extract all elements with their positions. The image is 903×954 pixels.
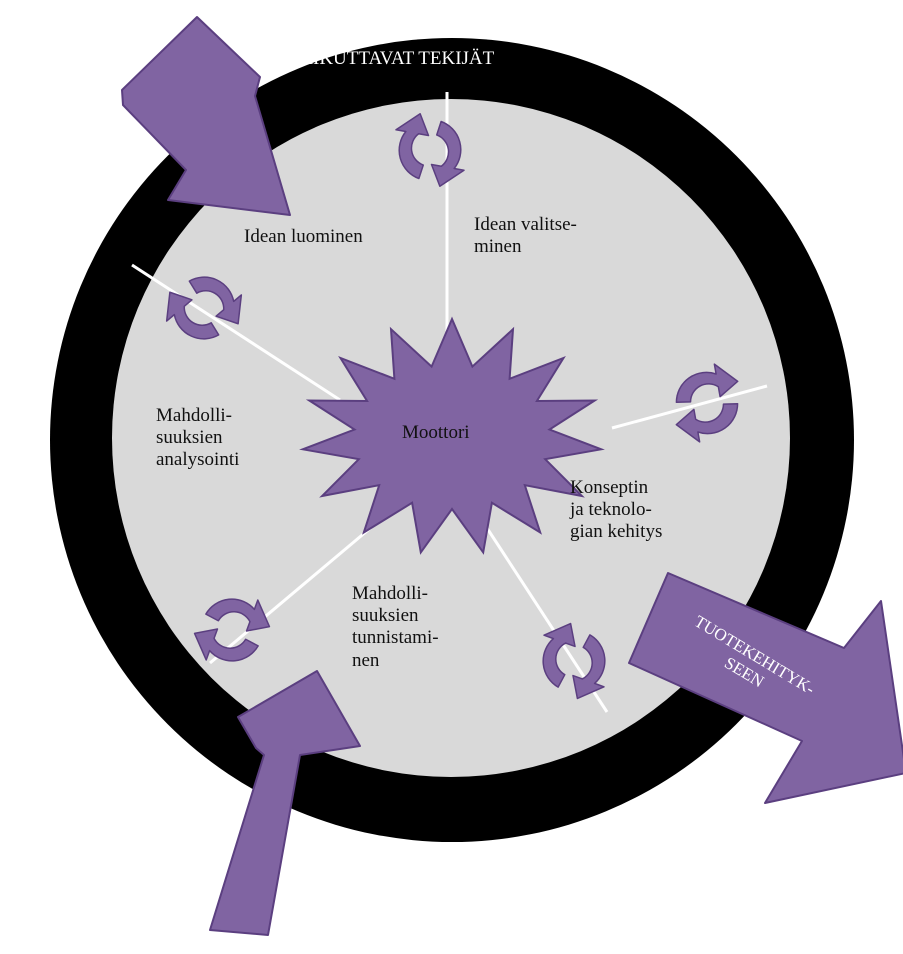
cycle-arrows-icon: [542, 622, 606, 700]
input-arrow-top-left: [121, 16, 291, 216]
spoke-left: [131, 263, 341, 402]
cycle-arrow-half: [165, 291, 220, 340]
output-arrow: [628, 572, 903, 804]
cycle-arrow-half: [572, 634, 606, 700]
spoke-lower-left: [209, 518, 381, 665]
cycle-arrows-icon: [395, 112, 465, 188]
segment-label-opportunity-identification: Mahdolli- suuksien tunnistami- nen: [352, 583, 439, 671]
cycle-arrow-half: [542, 622, 576, 688]
cycle-arrow-half: [675, 363, 739, 404]
cycle-arrows-icon: [675, 363, 739, 443]
cycle-arrow-half: [675, 402, 739, 443]
cycle-arrows-icon: [165, 276, 243, 340]
cycle-arrow-half: [205, 598, 271, 632]
engine-starburst: [299, 316, 605, 555]
engine-label: Moottori: [402, 422, 470, 443]
cycle-arrows-icon: [193, 598, 271, 662]
cycle-arrow-half: [193, 628, 259, 662]
cycle-icons-group: [165, 112, 739, 700]
cycle-arrow-half: [188, 276, 243, 325]
segment-label-idea-selection: Idean valitse- minen: [474, 214, 577, 258]
segment-label-idea-generation: Idean luominen: [244, 226, 363, 247]
segment-label-opportunity-analysis: Mahdolli- suuksien analysointi: [156, 405, 240, 471]
segment-label-concept-development: Konseptin ja teknolo- gian kehitys: [570, 477, 663, 543]
cycle-arrow-half: [430, 120, 465, 188]
cycle-arrow-half: [395, 112, 430, 180]
input-arrow-bottom: [209, 670, 361, 936]
spoke-right: [611, 384, 768, 430]
ring-title: VAIKUTTAVAT TEKIJÄT: [288, 48, 495, 69]
